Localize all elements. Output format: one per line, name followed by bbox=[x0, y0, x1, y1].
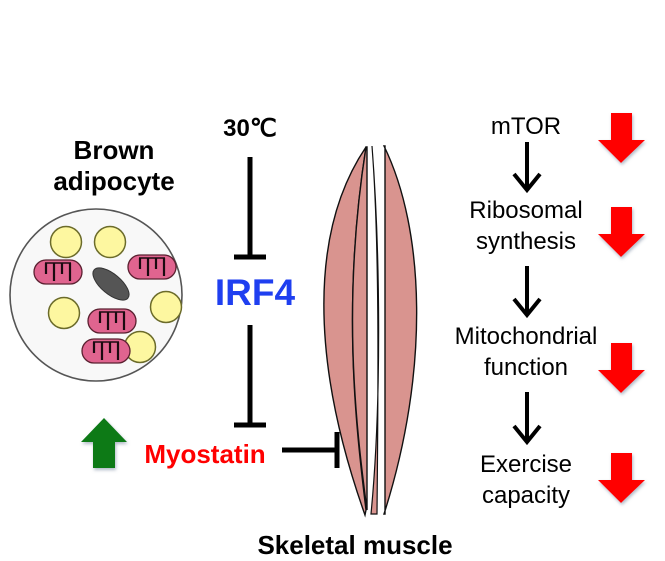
inhibit-irf4-to-myostatin bbox=[234, 325, 266, 428]
cell-title-line1: Brown bbox=[73, 135, 155, 165]
pathway-step-mtor: mTOR bbox=[431, 111, 621, 142]
mitochondrion bbox=[127, 254, 177, 280]
lipid-droplet bbox=[49, 225, 83, 259]
pathway-arrow-icon bbox=[512, 266, 542, 319]
lipid-droplets bbox=[47, 225, 183, 364]
lipid-droplet bbox=[93, 225, 127, 259]
down-arrow-icon bbox=[598, 343, 645, 393]
mitochondrion bbox=[87, 308, 137, 334]
down-arrows bbox=[598, 113, 645, 503]
down-arrow-icon bbox=[598, 207, 645, 257]
myostatin-label: Myostatin bbox=[144, 439, 266, 469]
myostatin-up-arrow-icon bbox=[81, 418, 127, 468]
brown-adipocyte-cell bbox=[9, 208, 183, 382]
pathway-step-text: mTOR bbox=[490, 113, 562, 140]
inhibit-temp-to-irf4 bbox=[234, 157, 266, 260]
skeletal-muscle bbox=[323, 145, 418, 518]
muscle-fiber bbox=[351, 146, 368, 511]
pathway-step-text: function bbox=[483, 354, 569, 381]
mitochondria bbox=[33, 254, 177, 364]
down-arrow-icon bbox=[598, 453, 645, 503]
lipid-droplet bbox=[149, 290, 183, 324]
cell-title: Brown adipocyte bbox=[28, 135, 200, 197]
pathway-arrows bbox=[512, 142, 542, 446]
cell-title-line2: adipocyte bbox=[53, 166, 175, 196]
muscle-fiber bbox=[382, 145, 418, 515]
mitochondrion bbox=[33, 259, 83, 285]
inhibit-myostatin-to-muscle bbox=[282, 432, 340, 468]
pathway-step-text: Ribosomal bbox=[469, 197, 583, 224]
mitochondrion bbox=[81, 338, 131, 364]
muscle-fiber bbox=[370, 145, 380, 515]
irf4-label: IRF4 bbox=[214, 272, 296, 313]
pathway-step-text: capacity bbox=[481, 482, 571, 509]
pathway-arrow-icon bbox=[512, 142, 542, 194]
pathway-step-mitochondrial-function: Mitochondrial function bbox=[431, 321, 621, 383]
temperature-label: 30℃ bbox=[223, 115, 277, 142]
pathway-step-ribosomal-synthesis: Ribosomal synthesis bbox=[431, 195, 621, 257]
pathway-step-exercise-capacity: Exercise capacity bbox=[431, 449, 621, 511]
down-arrow-icon bbox=[598, 113, 645, 163]
lipid-droplet bbox=[47, 296, 81, 330]
pathway-step-text: Exercise bbox=[479, 451, 573, 478]
skeletal-muscle-label: Skeletal muscle bbox=[257, 530, 453, 560]
pathway-step-text: synthesis bbox=[475, 228, 577, 255]
pathway-step-text: Mitochondrial bbox=[454, 323, 598, 350]
nucleus bbox=[92, 267, 130, 301]
pathway-arrow-icon bbox=[512, 392, 542, 446]
